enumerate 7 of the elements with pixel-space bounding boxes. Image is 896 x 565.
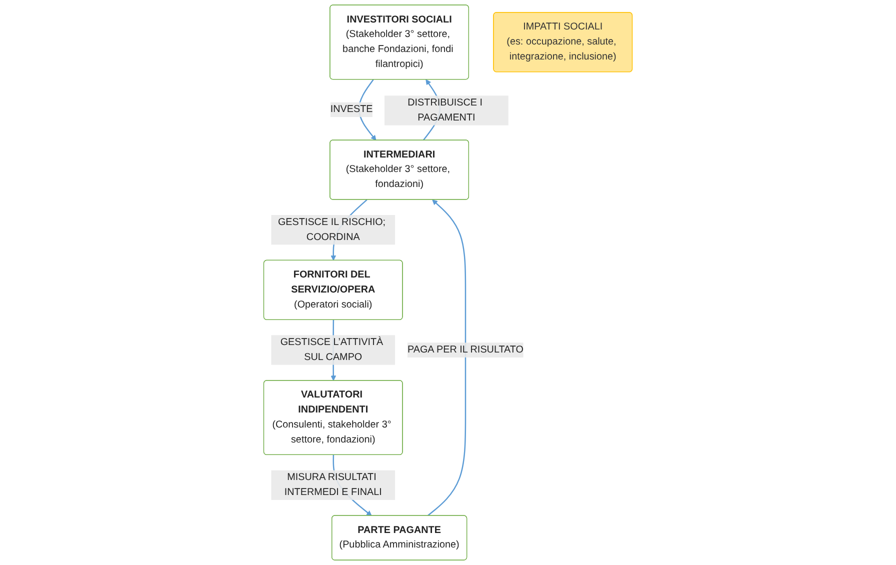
edge-label: GESTISCE IL RISCHIO; COORDINA bbox=[278, 216, 386, 242]
edge-label: MISURA RISULTATI INTERMEDI E FINALI bbox=[284, 472, 382, 498]
edge-label: PAGA PER IL RISULTATO bbox=[407, 344, 524, 355]
edge-label: DISTRIBUISCE I PAGAMENTI bbox=[408, 97, 483, 123]
edge-label: INVESTE bbox=[330, 104, 373, 115]
edge-label: GESTISCE L’ATTIVITÀ SUL CAMPO bbox=[280, 337, 384, 362]
arrow bbox=[427, 200, 466, 516]
